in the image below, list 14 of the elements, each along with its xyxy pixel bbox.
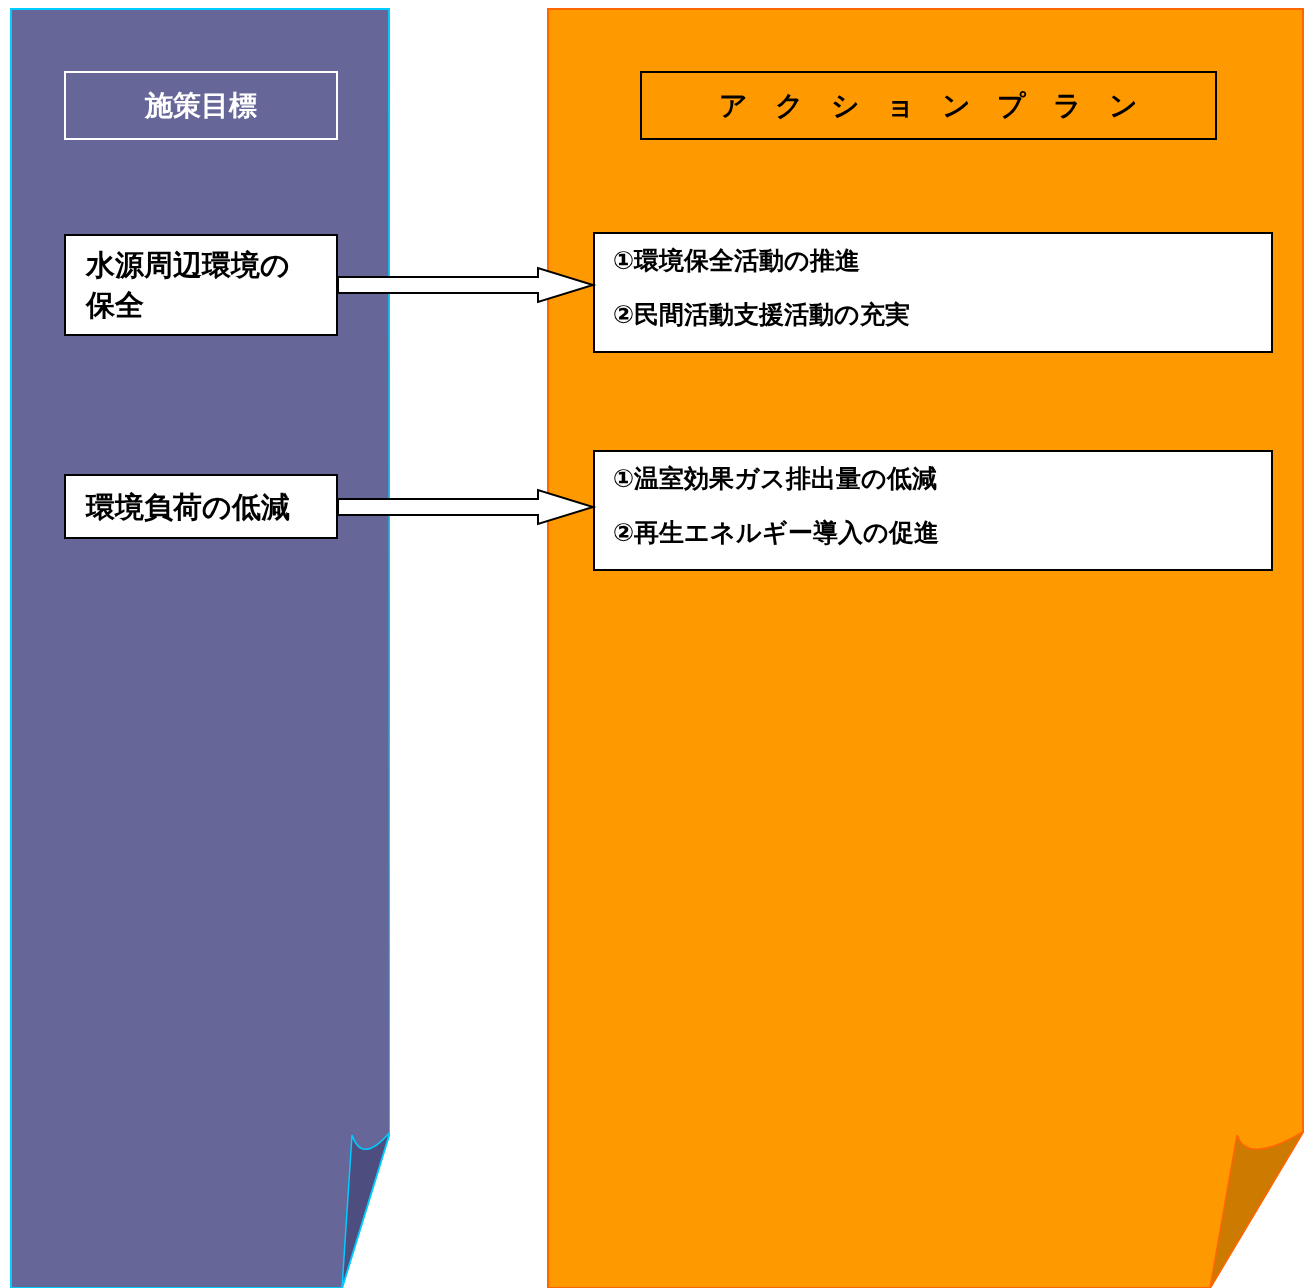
block-arrow bbox=[337, 488, 597, 526]
goal-box: 環境負荷の低減 bbox=[64, 474, 338, 539]
action-item: ②民間活動支援活動の充実 bbox=[613, 299, 911, 331]
heading-box: アクションプラン bbox=[640, 71, 1217, 140]
block-arrow bbox=[337, 266, 597, 304]
folded-panel bbox=[547, 8, 1304, 1288]
action-item: ②再生エネルギー導入の促進 bbox=[613, 517, 940, 549]
action-box bbox=[593, 450, 1273, 571]
action-item: ①温室効果ガス排出量の低減 bbox=[613, 463, 938, 495]
folded-panel bbox=[10, 8, 390, 1288]
heading-box: 施策目標 bbox=[64, 71, 338, 140]
goal-box: 水源周辺環境の保全 bbox=[64, 234, 338, 336]
action-box bbox=[593, 232, 1273, 353]
action-item: ①環境保全活動の推進 bbox=[613, 245, 861, 277]
